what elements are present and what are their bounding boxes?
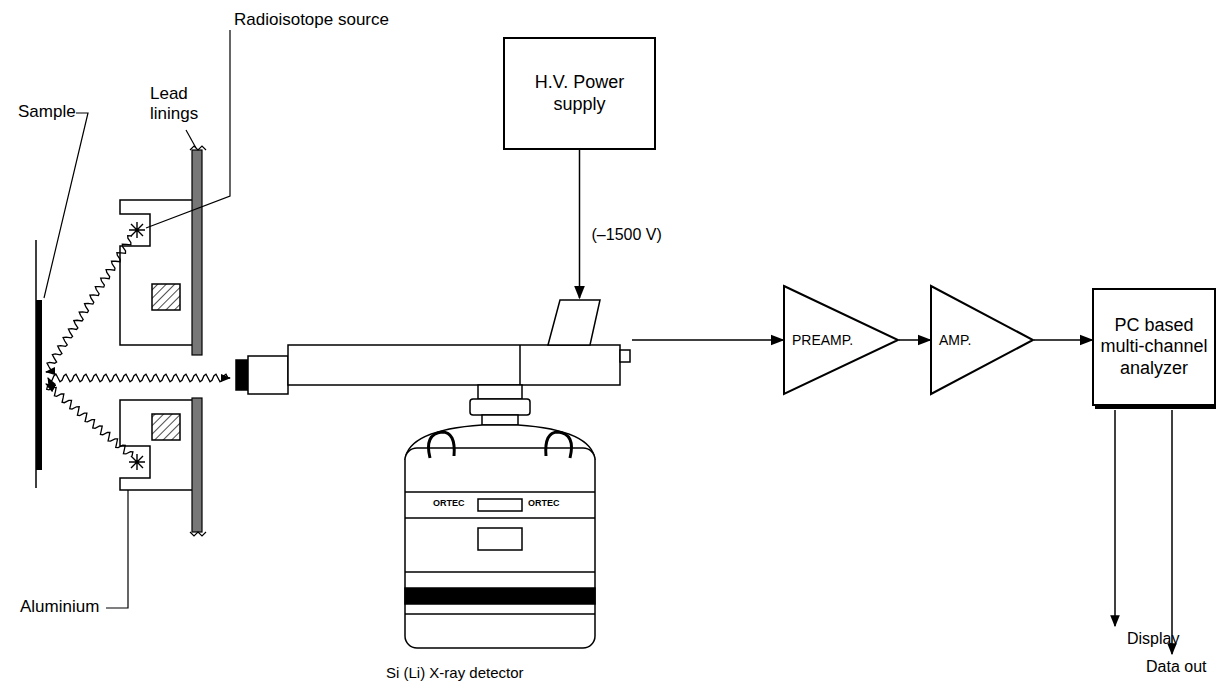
- node-text: Si (Li) X-ray detector: [386, 664, 524, 681]
- si-li-detector: [236, 300, 630, 648]
- brand-mark: ORTEC: [433, 498, 465, 508]
- x-ray-path: [46, 384, 133, 456]
- sample: [36, 240, 42, 488]
- lead-lining: [190, 146, 206, 536]
- part-label: Display: [1127, 630, 1179, 648]
- x-ray-path: [48, 374, 230, 382]
- part-label: Data out: [1146, 658, 1206, 676]
- voltage-label: (–1500 V): [590, 226, 664, 244]
- x-ray-path: [46, 236, 132, 372]
- signal-connector: [1034, 339, 1092, 341]
- triangle-outline: [931, 286, 1033, 394]
- signal-connector: [579, 150, 581, 298]
- detector-unit: Si (Li) X-ray detector: [236, 298, 632, 684]
- node-text: PC based multi-channel analyzer: [1094, 311, 1214, 384]
- node-text: PREAMP.: [783, 332, 853, 348]
- node-text: H.V. Power supply: [519, 68, 641, 119]
- brand-mark: ORTEC: [528, 498, 560, 508]
- part-label: Radioisotope source: [234, 10, 389, 30]
- power-supply-box: H.V. Power supply: [503, 37, 656, 150]
- signal-connector: [632, 339, 783, 341]
- part-label: Aluminium: [20, 597, 99, 617]
- node-text: AMP.: [930, 332, 971, 348]
- x-ray-paths: [46, 236, 230, 456]
- signal-connector: [899, 339, 930, 341]
- amp-triangle: AMP.: [930, 285, 1034, 395]
- analyzer-box: PC based multi-channel analyzer: [1092, 288, 1216, 406]
- part-label: Lead linings: [150, 84, 212, 123]
- triangle-outline: [784, 286, 898, 394]
- part-label: Sample: [18, 102, 76, 122]
- preamp-triangle: PREAMP.: [783, 285, 899, 395]
- radioisotope-source: [129, 222, 145, 470]
- output-arrows: [1115, 410, 1172, 654]
